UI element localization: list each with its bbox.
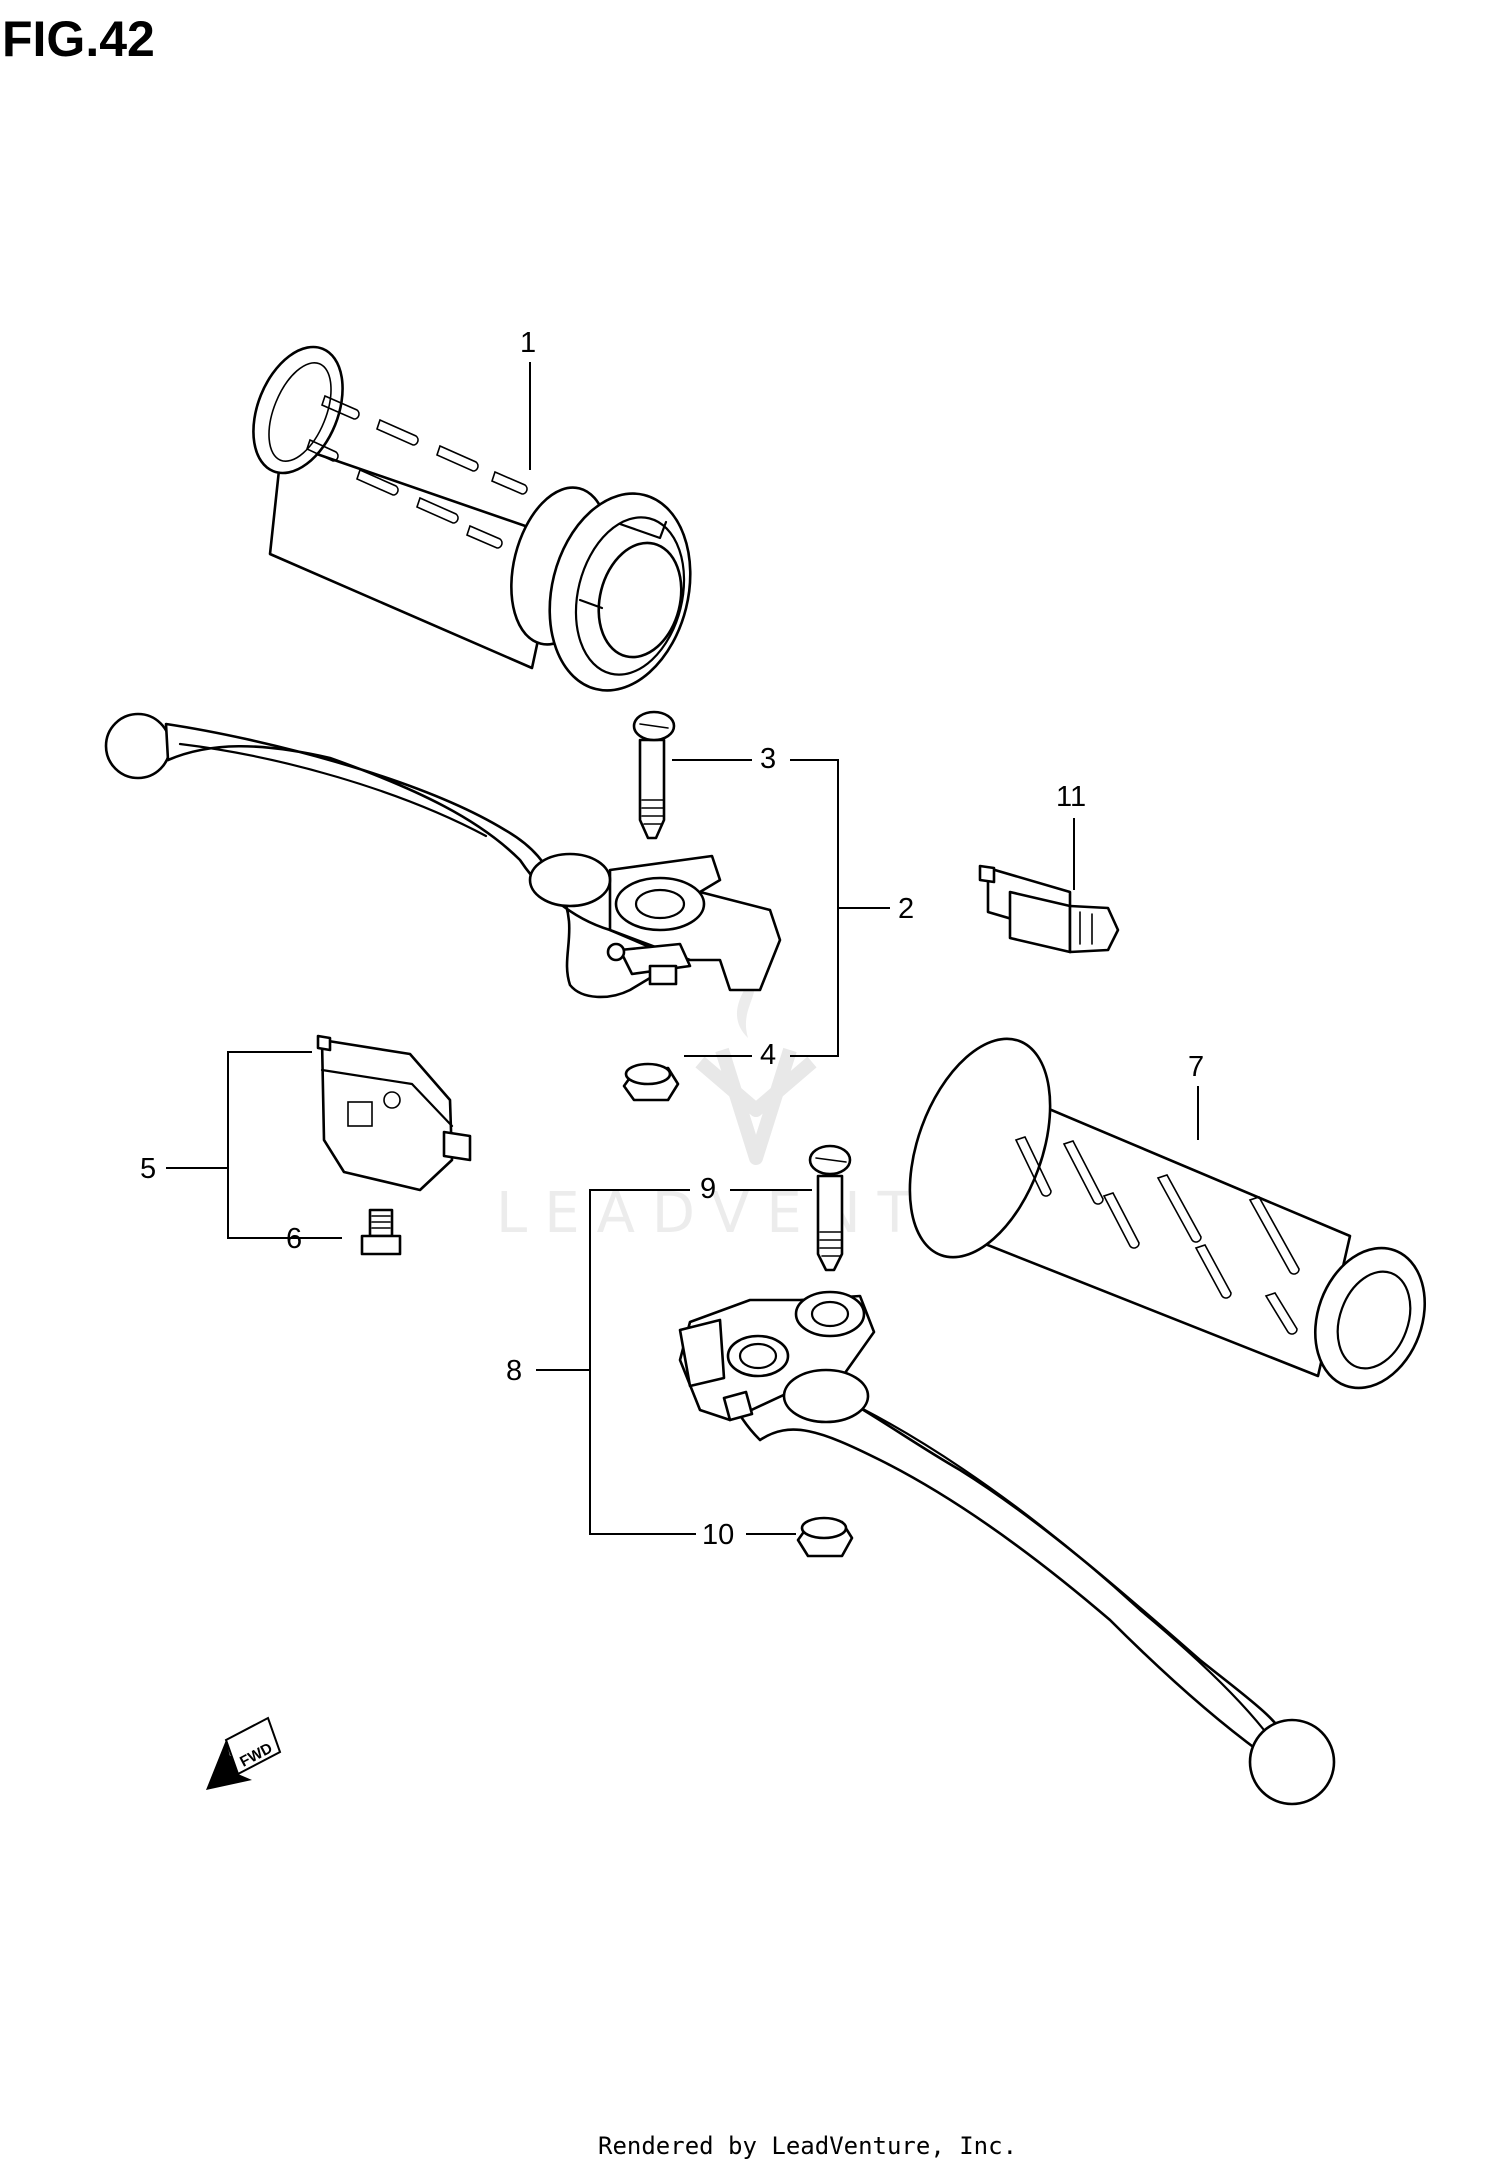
footer-credit: Rendered by LeadVenture, Inc. [598,2132,1017,2160]
part-6-screw [360,1208,402,1256]
callout-label-4: 4 [760,1039,776,1071]
fwd-arrow-icon: FWD [206,1716,282,1790]
part-9-pivot-bolt [808,1144,852,1272]
callout-label-9: 9 [700,1173,716,1205]
part-8-clutch-lever [678,1290,1336,1806]
figure-title: FIG.42 [2,11,155,67]
part-2-brake-lever [104,712,782,999]
callout-label-5: 5 [140,1153,156,1185]
callout-label-8: 8 [506,1355,522,1387]
part-3-pivot-bolt [632,710,676,840]
part-11-brake-switch [978,864,1120,954]
callout-label-7: 7 [1188,1051,1204,1083]
bracket-part-5 [227,1051,342,1239]
part-5-clutch-switch [316,1034,472,1192]
callout-label-2: 2 [898,893,914,925]
part-10-nut [796,1516,854,1558]
leadventure-logo-icon [695,972,817,1165]
callout-label-1: 1 [520,327,536,359]
part-1-right-grip [252,345,692,692]
part-7-left-grip [908,1037,1427,1390]
callout-label-3: 3 [760,743,776,775]
callout-label-6: 6 [286,1223,302,1255]
bracket-part-8 [589,1189,696,1535]
bracket-part-2 [790,759,839,1057]
callout-label-10: 10 [702,1519,734,1551]
callout-label-11: 11 [1056,781,1086,813]
part-4-nut [622,1062,680,1102]
